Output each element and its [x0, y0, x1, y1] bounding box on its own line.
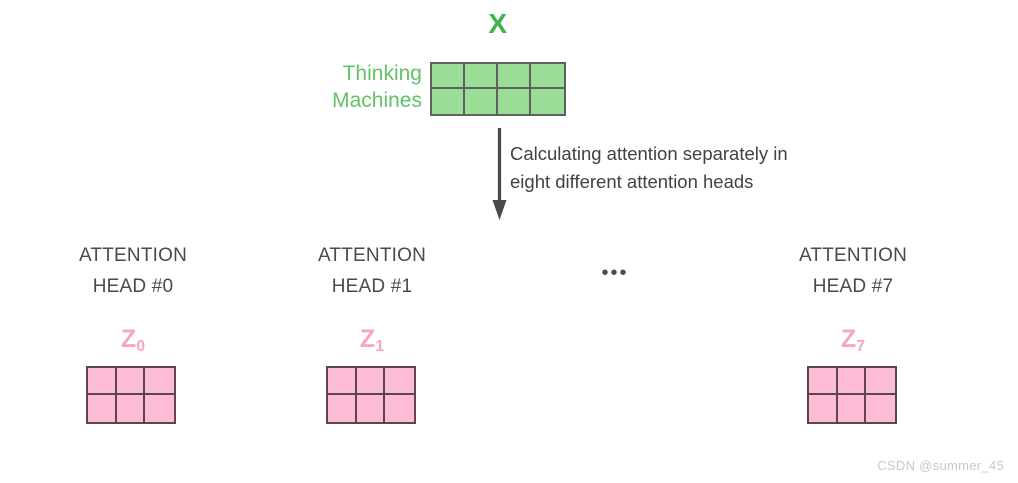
matrix-cell [432, 64, 465, 89]
matrix-cell [328, 368, 357, 395]
ellipsis-separator: ••• [601, 262, 629, 284]
matrix-cell [531, 89, 564, 114]
matrix-cell [531, 64, 564, 89]
matrix-cell [385, 368, 414, 395]
matrix-cell [88, 395, 117, 422]
output-label-z0: Z0 [23, 325, 243, 355]
output-matrix-z1 [326, 366, 416, 424]
matrix-cell [356, 395, 386, 422]
watermark-text: CSDN @summer_45 [877, 458, 1004, 473]
output-label-z1-subscript: 1 [375, 338, 385, 355]
input-matrix-x [430, 62, 566, 116]
matrix-cell [145, 395, 174, 422]
head-1-title-line-1: ATTENTION [317, 245, 427, 266]
matrix-cell [116, 368, 146, 395]
output-label-z7-base: Z [840, 325, 857, 353]
token-label-1: Machines [332, 89, 422, 112]
matrix-cell [465, 89, 498, 114]
input-token-labels: Thinking Machines [300, 60, 422, 114]
matrix-cell [866, 368, 895, 395]
output-matrix-z0 [86, 366, 176, 424]
attention-head-0-title: ATTENTION HEAD #0 [23, 240, 243, 302]
head-0-title-line-2: HEAD #0 [92, 276, 174, 297]
matrix-cell [837, 368, 867, 395]
matrix-cell [809, 368, 838, 395]
matrix-cell [432, 89, 465, 114]
matrix-cell [328, 395, 357, 422]
attention-head-1-title: ATTENTION HEAD #1 [262, 240, 482, 302]
matrix-cell [116, 395, 146, 422]
flow-caption-line-1: Calculating attention separately in [510, 143, 788, 164]
output-label-z7: Z7 [743, 325, 963, 355]
matrix-cell [88, 368, 117, 395]
flow-caption: Calculating attention separately in eigh… [510, 140, 910, 196]
head-7-title-line-1: ATTENTION [798, 245, 908, 266]
head-1-title-line-2: HEAD #1 [331, 276, 413, 297]
flow-caption-line-2: eight different attention heads [510, 171, 754, 192]
matrix-cell [356, 368, 386, 395]
matrix-cell [837, 395, 867, 422]
matrix-cell [809, 395, 838, 422]
matrix-cell [145, 368, 174, 395]
output-label-z0-subscript: 0 [136, 338, 146, 355]
head-0-title-line-1: ATTENTION [78, 245, 188, 266]
matrix-cell [498, 64, 531, 89]
output-matrix-z7 [807, 366, 897, 424]
matrix-cell [385, 395, 414, 422]
head-7-title-line-2: HEAD #7 [812, 276, 894, 297]
token-label-0: Thinking [342, 62, 422, 85]
output-label-z0-base: Z [120, 325, 137, 353]
matrix-cell [465, 64, 498, 89]
matrix-cell [866, 395, 895, 422]
input-matrix-label: X [488, 8, 508, 39]
attention-head-7-title: ATTENTION HEAD #7 [743, 240, 963, 302]
matrix-cell [498, 89, 531, 114]
output-label-z7-subscript: 7 [856, 338, 866, 355]
down-arrow-icon [492, 128, 507, 220]
output-label-z1-base: Z [359, 325, 376, 353]
output-label-z1: Z1 [262, 325, 482, 355]
